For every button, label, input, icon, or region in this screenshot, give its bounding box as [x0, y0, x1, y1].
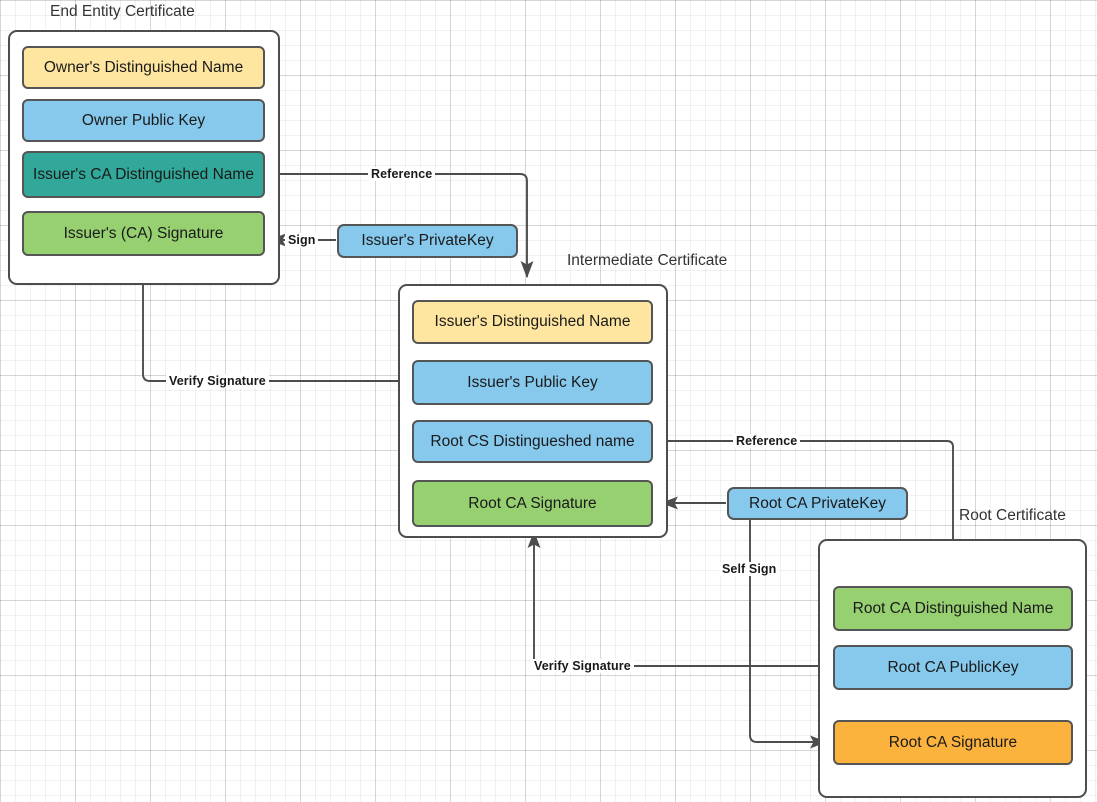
field-issuer-ca-dn[interactable]: Issuer's CA Distinguished Name — [22, 151, 265, 198]
edge-label-verify-end-entity: Verify Signature — [166, 374, 269, 388]
edge-label-verify-intermediate: Verify Signature — [531, 659, 634, 673]
field-root-ca-dn[interactable]: Root CA Distinguished Name — [833, 586, 1073, 631]
field-root-ca-signature-intermediate[interactable]: Root CA Signature — [412, 480, 653, 527]
field-root-cs-dn[interactable]: Root CS Distingueshed name — [412, 420, 653, 463]
edge-label-reference-top: Reference — [368, 167, 436, 181]
edge-label-sign: Sign — [285, 233, 319, 247]
key-issuers-privatekey[interactable]: Issuer's PrivateKey — [337, 224, 518, 258]
field-issuer-public-key[interactable]: Issuer's Public Key — [412, 360, 653, 405]
group-title-intermediate: Intermediate Certificate — [567, 252, 728, 269]
field-root-ca-publickey[interactable]: Root CA PublicKey — [833, 645, 1073, 690]
field-issuer-ca-signature[interactable]: Issuer's (CA) Signature — [22, 211, 265, 256]
group-title-root: Root Certificate — [959, 507, 1066, 524]
edge-label-self-sign: Self Sign — [719, 562, 780, 576]
edge-verify-intermediate-path — [527, 530, 834, 667]
group-title-end-entity: End Entity Certificate — [50, 3, 195, 20]
field-owner-dn[interactable]: Owner's Distinguished Name — [22, 46, 265, 89]
field-owner-public-key[interactable]: Owner Public Key — [22, 99, 265, 142]
key-root-ca-privatekey[interactable]: Root CA PrivateKey — [727, 487, 908, 520]
field-root-ca-signature-root[interactable]: Root CA Signature — [833, 720, 1073, 765]
edge-self-sign-path — [749, 520, 828, 749]
field-issuer-dn[interactable]: Issuer's Distinguished Name — [412, 300, 653, 344]
edge-label-reference-bottom: Reference — [733, 434, 801, 448]
